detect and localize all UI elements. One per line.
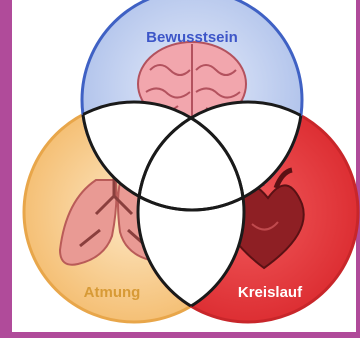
label-kreislauf: Kreislauf [238, 284, 303, 301]
label-atmung: Atmung [84, 284, 141, 301]
label-bewusstsein: Bewusstsein [146, 29, 238, 46]
